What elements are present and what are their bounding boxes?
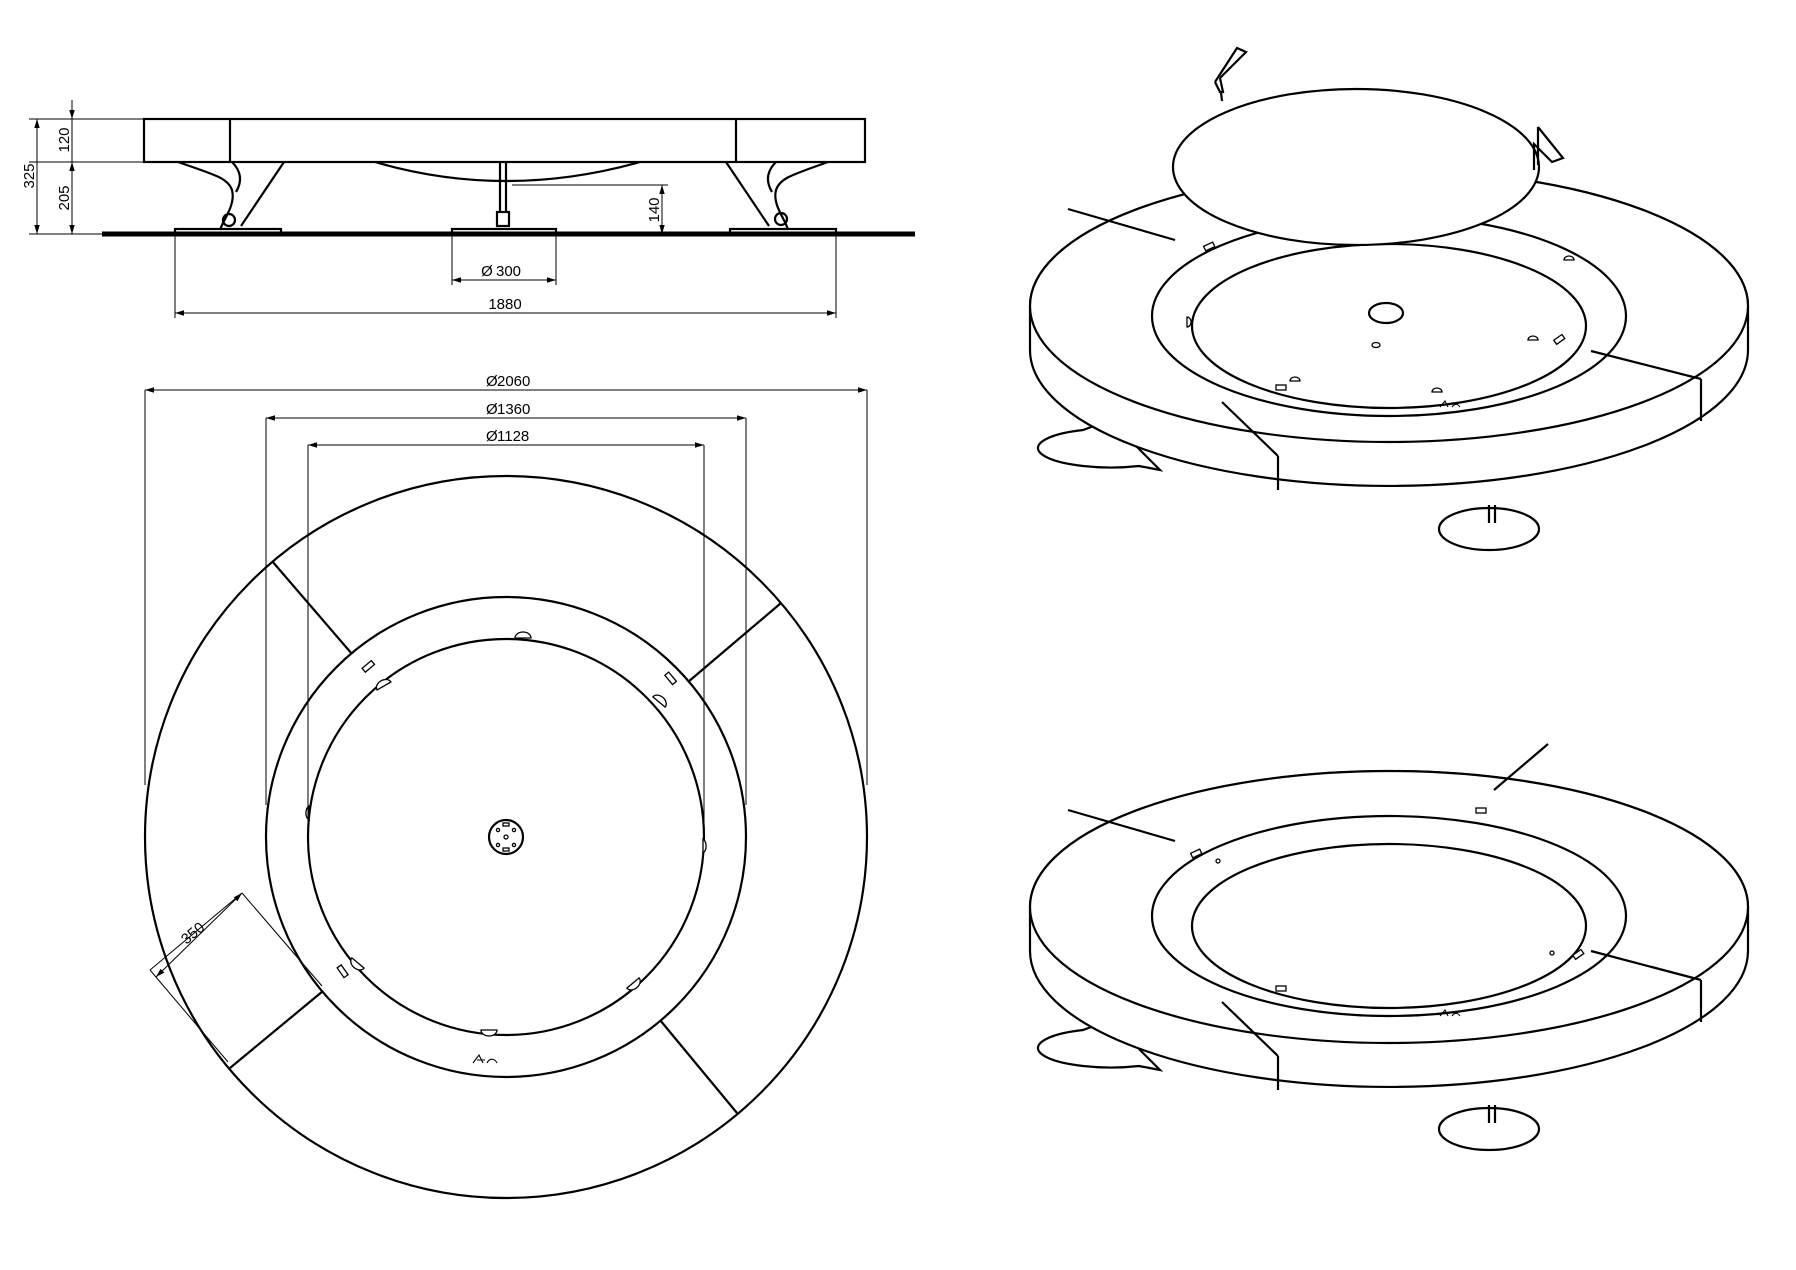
- dim-base-plate-diameter: 300: [496, 263, 521, 280]
- iso-view-with-tabletop: [1028, 46, 1750, 552]
- dim-seat-height: 205: [56, 185, 73, 210]
- dim-leg-clearance: 140: [646, 197, 663, 222]
- dim-inner-diameter: 1360: [497, 401, 530, 418]
- dim-outer-diameter: 2060: [497, 373, 530, 390]
- diameter-symbol: Ø: [486, 373, 498, 390]
- diameter-symbol: Ø: [481, 263, 493, 280]
- side-view: 325 120 205 140 Ø 300 1880: [21, 100, 915, 318]
- top-view: Ø 2060 Ø 1360 Ø 1128 350: [143, 373, 869, 1200]
- dim-table-diameter: 1128: [497, 428, 529, 445]
- dim-foot-span: 1880: [488, 296, 521, 313]
- iso-view-open: [1028, 743, 1750, 1152]
- diameter-symbol: Ø: [486, 401, 498, 418]
- dim-seat-thickness: 120: [56, 127, 73, 152]
- dim-seat-depth: 350: [178, 919, 208, 948]
- dim-overall-height: 325: [21, 163, 38, 188]
- diameter-symbol: Ø: [486, 428, 498, 445]
